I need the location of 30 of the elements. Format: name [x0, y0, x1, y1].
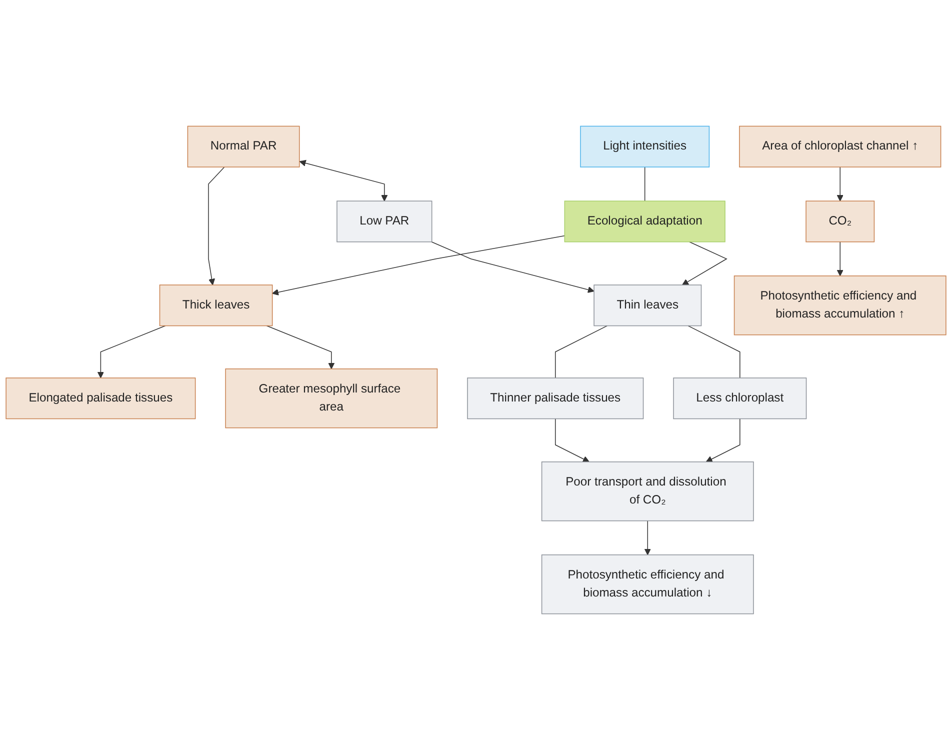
- connector: [644, 166, 646, 202]
- arrow: [299, 160, 388, 202]
- arrow: [266, 325, 335, 370]
- arrow: [836, 241, 844, 276]
- node-box: Area of chloroplast channel ↑: [739, 126, 942, 168]
- node-box: Greater mesophyll surface area: [225, 368, 438, 428]
- connector: [688, 325, 740, 378]
- node-box: Thin leaves: [594, 284, 702, 326]
- arrow: [706, 418, 740, 462]
- node-box: Thinner palisade tissues: [467, 378, 644, 420]
- arrow: [208, 166, 225, 286]
- arrow: [682, 241, 728, 286]
- node-box: Normal PAR: [187, 126, 300, 168]
- node-box: Ecological adaptation: [564, 200, 726, 242]
- node-box: Elongated palisade tissues: [6, 378, 196, 420]
- node-box: Less chloroplast: [673, 378, 807, 420]
- node-box: Photosynthetic efficiency and biomass accumulation ↓: [541, 554, 754, 614]
- node-box: Low PAR: [336, 200, 432, 242]
- arrow: [431, 241, 594, 293]
- connector: [555, 325, 608, 378]
- arrow: [644, 520, 651, 556]
- arrow: [836, 166, 844, 202]
- arrow: [272, 235, 566, 296]
- arrow: [555, 418, 590, 462]
- node-box: Poor transport and dissolution of CO₂: [541, 461, 754, 522]
- node-box: Thick leaves: [159, 284, 273, 326]
- node-box: Photosynthetic efficiency and biomass accumulation ↑: [734, 276, 946, 336]
- node-box: Light intensities: [580, 126, 710, 168]
- node-box: CO₂: [806, 200, 875, 242]
- arrow: [97, 325, 166, 378]
